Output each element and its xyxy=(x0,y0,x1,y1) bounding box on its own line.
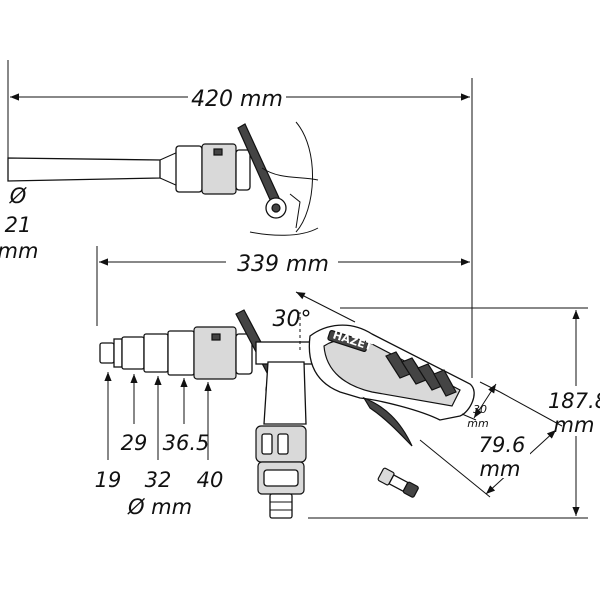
handle-width-30-unit: mm xyxy=(467,417,488,430)
main-tool-view: HAZET xyxy=(99,309,475,519)
nozzle-step-32 xyxy=(143,333,169,373)
long-tube xyxy=(7,157,161,182)
diag-ext-2 xyxy=(499,391,563,427)
handle-length-value: 79.6 xyxy=(479,433,526,457)
diameter-21-unit: mm xyxy=(0,239,38,263)
length-339-label: 339 mm xyxy=(237,252,329,277)
brand-plate xyxy=(327,329,369,353)
body-lower xyxy=(263,361,307,425)
nozzle-diameter-leaders: 29 36.5 19 32 40 Ø mm xyxy=(95,372,224,519)
top-tool-view xyxy=(7,121,319,236)
angle-30-label: 30° xyxy=(273,307,312,332)
nozzle-step-29 xyxy=(121,336,145,370)
dimension-30-small: 30 mm xyxy=(461,381,501,430)
diameter-21-annotation: Ø 21 mm xyxy=(0,184,38,263)
angle-30-annotation: 30° xyxy=(273,291,356,350)
handle-width-30: 30 xyxy=(473,403,487,416)
nozzle-40-label: 40 xyxy=(197,468,224,492)
nozzle-step-36-5 xyxy=(167,330,195,376)
collar xyxy=(175,145,203,193)
nozzle-step-19 xyxy=(99,342,115,364)
handle-length-unit: mm xyxy=(480,457,521,481)
trigger xyxy=(362,396,413,447)
nozzle-19-label: 19 xyxy=(95,468,122,492)
dimension-187-8: 187.8 mm xyxy=(308,307,600,519)
nozzle-29-label: 29 xyxy=(121,431,148,455)
diag-ext-1 xyxy=(419,439,491,498)
dimension-420: 420 mm xyxy=(7,60,473,378)
small-ext-2 xyxy=(479,381,501,393)
nozzle-36-5-label: 36.5 xyxy=(163,431,210,455)
nozzle-32-label: 32 xyxy=(145,468,172,492)
diameter-symbol: Ø xyxy=(9,184,27,208)
dimension-79-6: 79.6 mm xyxy=(419,391,563,498)
angle-arrow xyxy=(295,291,356,323)
dimension-339: 339 mm xyxy=(96,246,470,326)
body-tube xyxy=(255,341,313,365)
height-value: 187.8 xyxy=(548,389,600,413)
length-420-label: 420 mm xyxy=(191,87,283,112)
diameter-21-value: 21 xyxy=(5,213,32,237)
small-ext-1 xyxy=(461,413,477,421)
small-arrow xyxy=(473,383,497,419)
loose-connector xyxy=(377,467,419,498)
diameter-caption: Ø mm xyxy=(127,495,192,519)
